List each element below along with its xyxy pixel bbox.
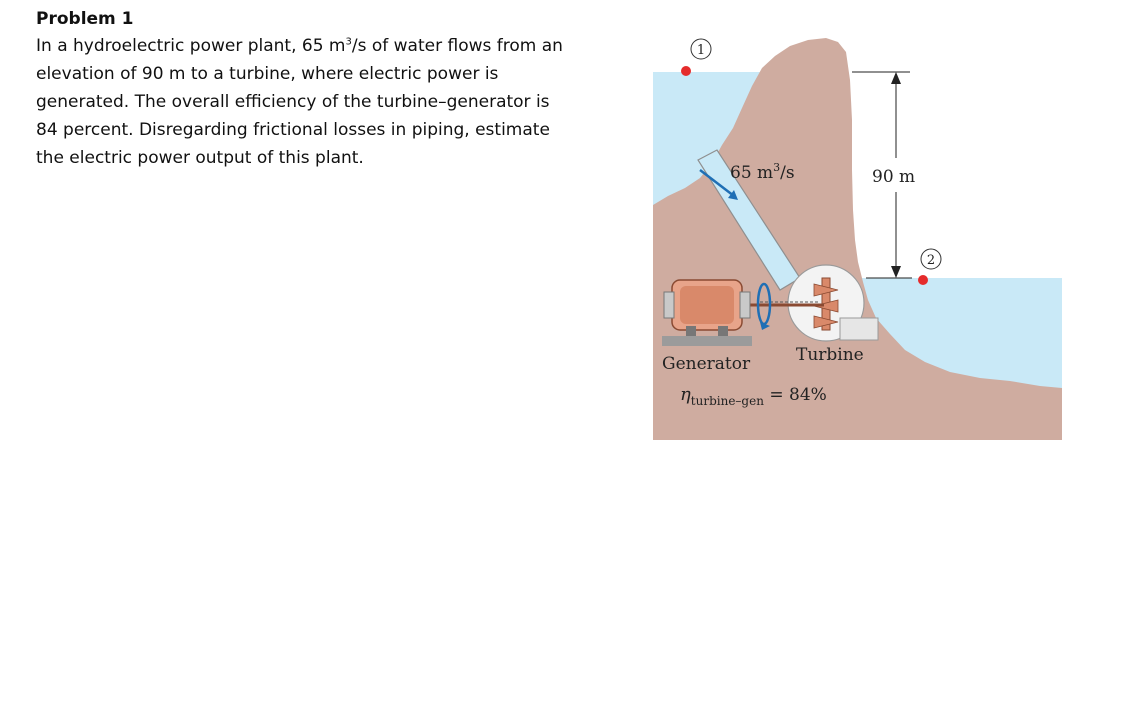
problem-line-2: elevation of 90 m to a turbine, where el… xyxy=(36,64,499,84)
problem-line-1: In a hydroelectric power plant, 65 m3/s … xyxy=(36,36,563,56)
flow-rate-label: 65 m3/s xyxy=(730,161,795,183)
turbine-label: Turbine xyxy=(796,345,864,365)
point-2-dot xyxy=(918,275,928,285)
height-label: 90 m xyxy=(872,167,915,187)
problem-line-5: the electric power output of this plant. xyxy=(36,148,364,168)
generator-base xyxy=(662,336,752,346)
up-arrowhead-icon xyxy=(891,72,901,84)
point-1-dot xyxy=(681,66,691,76)
turbine-outlet xyxy=(839,317,879,341)
generator-label: Generator xyxy=(662,354,751,374)
point-1-label: 1 xyxy=(697,43,705,58)
point-1-marker xyxy=(690,38,712,60)
down-arrowhead-icon xyxy=(891,266,901,278)
efficiency-label: ηturbine–gen = 84% xyxy=(680,384,827,408)
generator-icon xyxy=(663,279,751,336)
point-2-marker xyxy=(920,248,942,270)
point-2-label: 2 xyxy=(927,253,935,268)
hydro-plant-diagram: 1 2 65 m3/s 90 m Generator Turbine ηturb… xyxy=(653,38,1062,440)
problem-title: Problem 1 xyxy=(36,9,134,29)
problem-statement: Problem 1 In a hydroelectric power plant… xyxy=(36,6,596,172)
turbine-runner xyxy=(813,277,839,331)
problem-line-3: generated. The overall efficiency of the… xyxy=(36,92,550,112)
hydro-plant-figure: 1 2 65 m3/s 90 m Generator Turbine ηturb… xyxy=(640,30,1080,450)
mountain-rock xyxy=(653,38,1062,440)
problem-line-4: 84 percent. Disregarding frictional loss… xyxy=(36,120,550,140)
flow-arrow-icon xyxy=(699,169,735,197)
